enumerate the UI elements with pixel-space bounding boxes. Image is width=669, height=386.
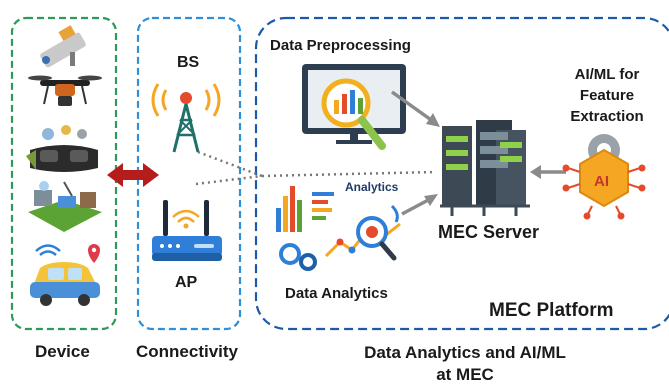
- drone-icon: [28, 75, 102, 106]
- analytics-graph-icon: [276, 186, 401, 271]
- diagram-canvas: [10, 16, 669, 331]
- cell-tower-icon: [151, 83, 221, 153]
- arrow-ai-to-server: [530, 165, 566, 179]
- ai-chip-label: AI: [594, 173, 609, 190]
- data-preprocessing-label: Data Preprocessing: [270, 37, 411, 54]
- caption-line-2: at MEC: [436, 365, 494, 384]
- smart-factory-icon: [28, 181, 102, 232]
- caption-line-1: Data Analytics and AI/ML: [364, 343, 566, 362]
- analytics-label: Analytics: [345, 180, 399, 194]
- ap-link-line: [195, 174, 263, 186]
- bs-label: BS: [177, 54, 200, 71]
- mec-link-line: [261, 170, 437, 178]
- arrow-preprocessing-to-server: [390, 90, 440, 127]
- server-rack-icon: [440, 120, 530, 216]
- wifi-router-icon: [152, 200, 222, 261]
- device-caption: Device: [35, 342, 90, 361]
- aiml-line-3: Extraction: [570, 108, 644, 125]
- connectivity-caption: Connectivity: [136, 342, 239, 361]
- device-box: [10, 16, 118, 331]
- ai-chip-icon: [562, 134, 646, 220]
- aiml-line-2: Feature: [579, 87, 635, 104]
- mec-platform-label: MEC Platform: [489, 300, 614, 321]
- aiml-feature-extraction-label: AI/ML for Feature Extraction: [562, 64, 652, 127]
- mec-server-label: MEC Server: [438, 222, 540, 242]
- monitor-magnifier-icon: [302, 64, 406, 150]
- connected-car-icon: [30, 244, 100, 306]
- vr-headset-icon: [26, 125, 98, 172]
- data-analytics-aiml-caption: Data Analytics and AI/ML at MEC: [345, 342, 585, 386]
- arrow-analytics-to-server: [401, 194, 438, 216]
- data-analytics-label: Data Analytics: [285, 285, 388, 302]
- ap-label: AP: [175, 274, 198, 291]
- bidirectional-arrow-icon: [107, 163, 159, 187]
- bs-link-line: [197, 150, 263, 178]
- security-camera-icon: [40, 25, 86, 68]
- aiml-line-1: AI/ML for: [574, 66, 640, 83]
